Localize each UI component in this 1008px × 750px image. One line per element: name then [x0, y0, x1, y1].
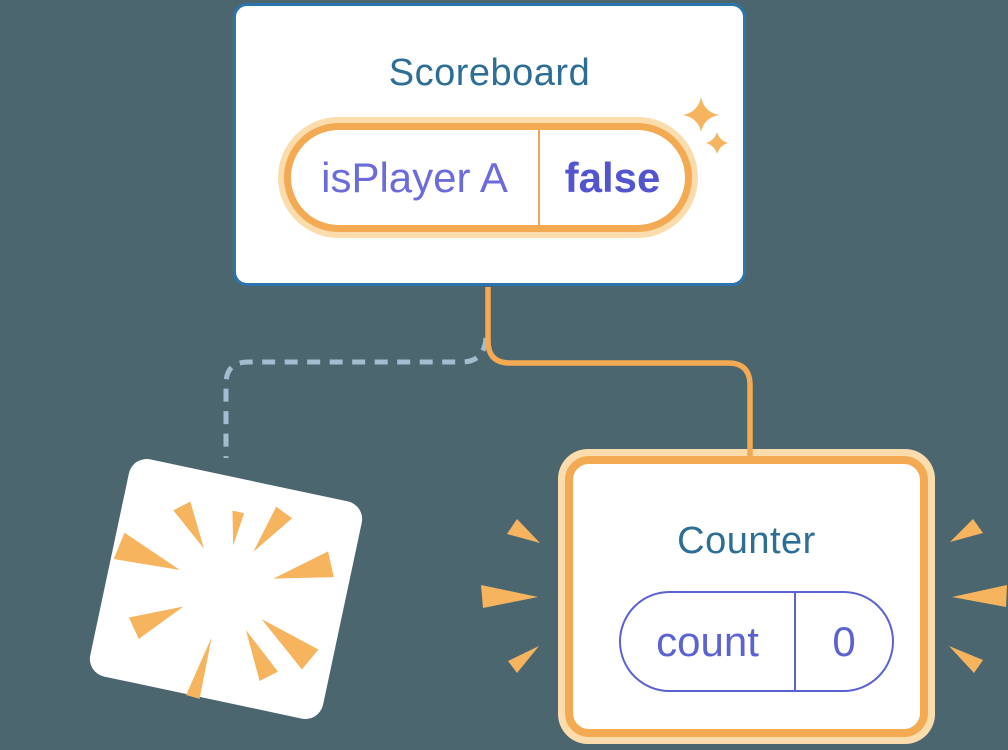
state-value-label: false: [538, 130, 685, 225]
counter-state-key-label: count: [656, 617, 759, 665]
starburst-icon: [113, 501, 334, 699]
destroyed-card: [89, 459, 363, 719]
counter-state-pill: count 0: [619, 591, 894, 692]
emphasis-marks-left-icon: [481, 519, 540, 673]
emphasis-marks-right-icon: [949, 519, 1007, 673]
state-key-label: isPlayer A: [321, 153, 508, 201]
counter-state-value-label: 0: [794, 593, 892, 690]
counter-card: Counter count 0: [565, 456, 928, 737]
counter-title: Counter: [677, 520, 816, 562]
scoreboard-title: Scoreboard: [388, 52, 591, 94]
scoreboard-state-pill: isPlayer A false: [284, 123, 692, 232]
scoreboard-card: Scoreboard isPlayer A false: [233, 3, 746, 286]
scoreboard-state-pill-glow: isPlayer A false: [278, 117, 698, 238]
counter-card-glow: Counter count 0: [558, 449, 935, 744]
solid-connector-line: [485, 287, 753, 462]
destroyed-card-body: [89, 459, 363, 719]
dashed-connector-line: [223, 337, 489, 458]
